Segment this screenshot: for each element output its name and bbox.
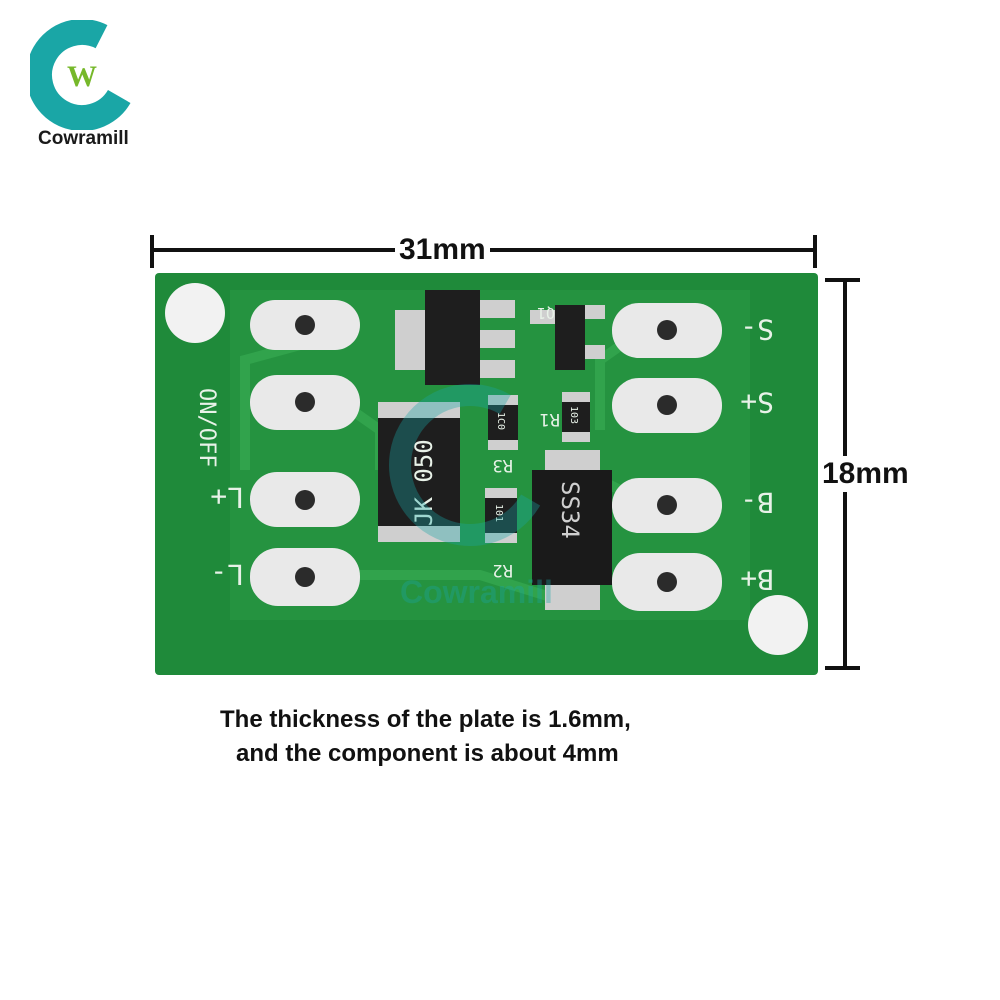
resistors bbox=[485, 392, 590, 543]
svg-text:R1: R1 bbox=[540, 409, 560, 429]
svg-text:R3: R3 bbox=[493, 455, 513, 475]
watermark: Cowramill bbox=[389, 384, 553, 610]
svg-text:B+: B+ bbox=[740, 563, 774, 596]
svg-text:1C0: 1C0 bbox=[495, 412, 506, 430]
pcb-photo: ON/OFF S- S+ B- B+ L+ L- Q1 R1 R3 R2 JK … bbox=[150, 235, 860, 675]
svg-text:Q1: Q1 bbox=[537, 304, 555, 322]
logo-letter: W bbox=[67, 60, 97, 93]
svg-text:R2: R2 bbox=[493, 560, 513, 580]
pads-right bbox=[612, 303, 722, 611]
transistor-q1 bbox=[530, 305, 605, 370]
svg-text:B-: B- bbox=[740, 486, 774, 519]
on-off-label: ON/OFF bbox=[194, 388, 219, 467]
svg-text:S-: S- bbox=[740, 313, 774, 346]
pads-left bbox=[250, 300, 360, 606]
svg-text:103: 103 bbox=[568, 406, 579, 424]
svg-text:SS34: SS34 bbox=[556, 481, 584, 539]
ic-sot223 bbox=[395, 290, 515, 385]
diode-ss34 bbox=[532, 450, 612, 610]
caption-line: and the component is about 4mm bbox=[236, 740, 619, 767]
svg-text:Cowramill: Cowramill bbox=[400, 574, 553, 610]
height-dimension-label: 18mm bbox=[822, 456, 909, 492]
brand-name: Cowramill bbox=[38, 128, 129, 149]
svg-text:L-: L- bbox=[210, 558, 244, 591]
svg-text:L+: L+ bbox=[210, 481, 244, 514]
svg-text:101: 101 bbox=[493, 504, 504, 522]
fuse-jk050 bbox=[378, 402, 460, 542]
brand-logo: W bbox=[30, 20, 138, 130]
mounting-hole bbox=[748, 595, 808, 655]
svg-text:S+: S+ bbox=[740, 386, 774, 419]
width-dimension-label: 31mm bbox=[395, 232, 490, 268]
mounting-hole bbox=[165, 283, 225, 343]
caption-line: The thickness of the plate is 1.6mm, bbox=[220, 706, 631, 733]
svg-text:JK 050: JK 050 bbox=[410, 439, 438, 526]
